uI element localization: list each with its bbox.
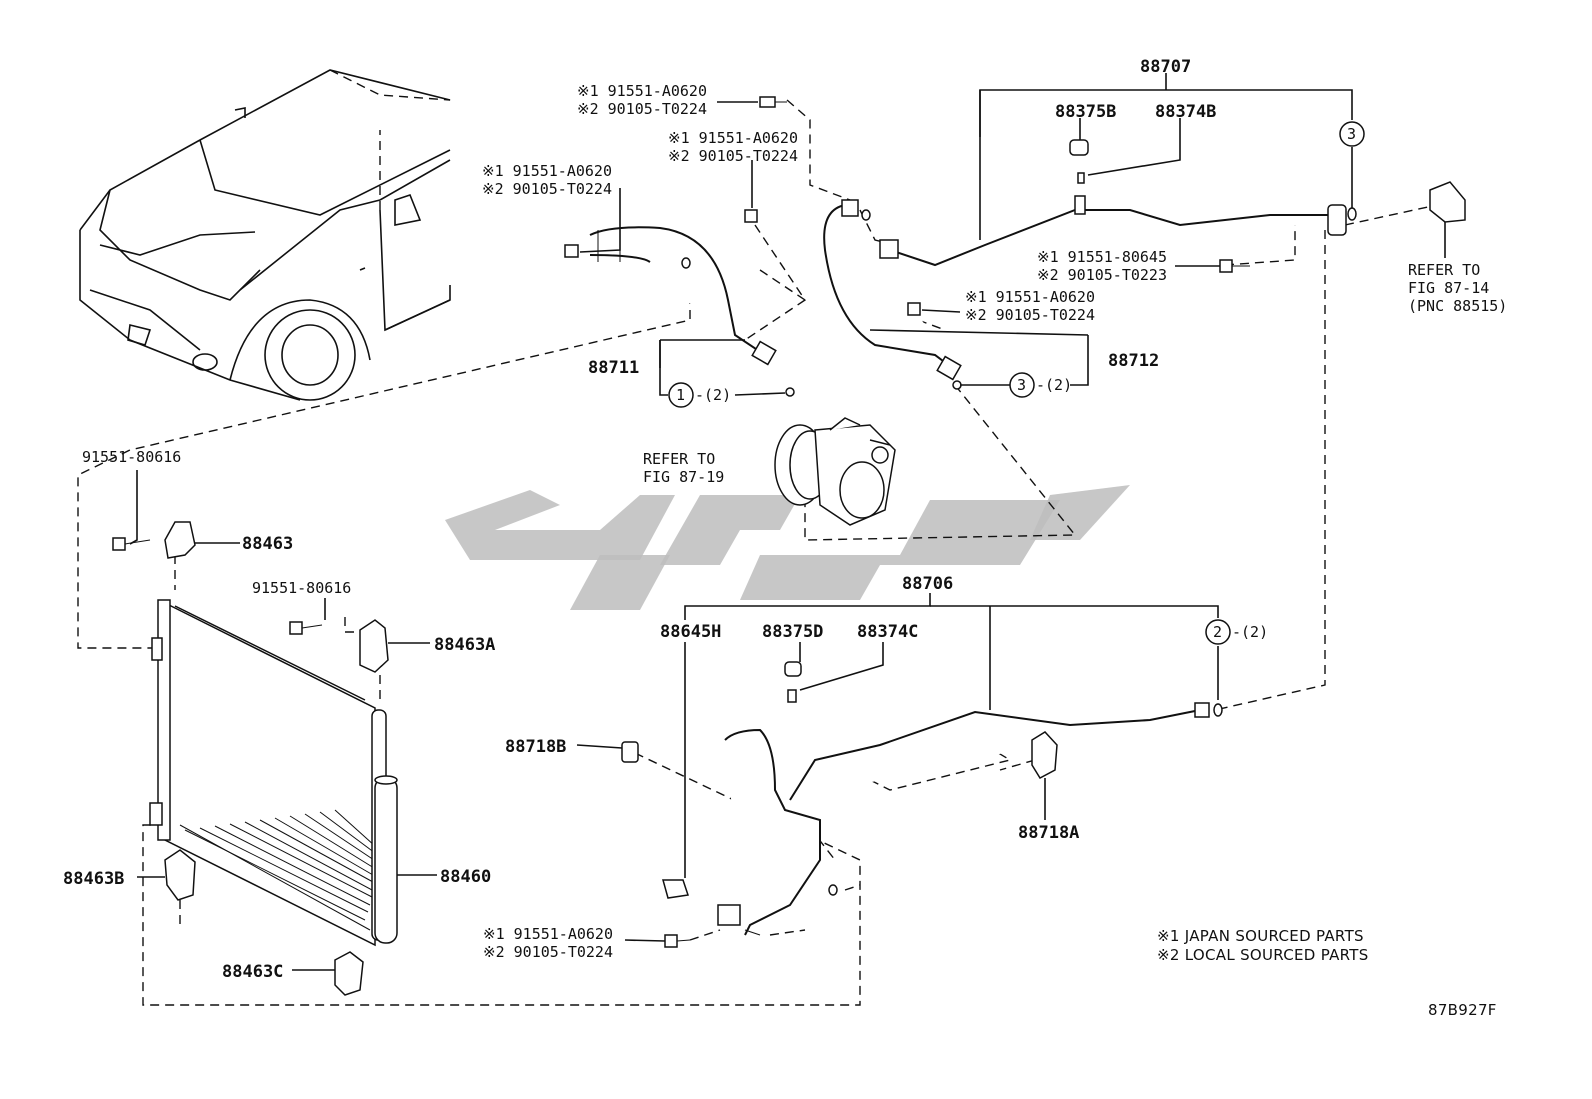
bolt-bottom-2: ※2 90105-T0224 [483,943,613,961]
compressor [774,417,896,526]
bolt-right-upper-2: ※2 90105-T0223 [1037,266,1167,284]
label-88706: 88706 [902,574,953,594]
ref-compressor-1: REFER TO [643,450,715,468]
label-88463A: 88463A [434,635,495,655]
bolt-mid-center-1: ※1 91551-A0620 [668,129,798,147]
callout-2-qty: -(2) [1232,623,1268,641]
label-88460: 88460 [440,867,491,887]
ref-right-2: FIG 87-14 [1408,279,1489,297]
leader-dashes [77,69,1461,1006]
bolt-top-center-2: ※2 90105-T0224 [577,100,707,118]
vehicle-outline [79,69,451,401]
label-88707: 88707 [1140,57,1191,77]
reference-notes: REFER TO FIG 87-19 REFER TO FIG 87-14 (P… [643,261,1507,486]
ref-compressor-2: FIG 87-19 [643,468,724,486]
callout-2: 2 [1213,623,1222,641]
callout-1: 1 [676,386,685,404]
label-88375D: 88375D [762,622,823,642]
callout-3: 3 [1017,376,1026,394]
footnotes: ※1 JAPAN SOURCED PARTS ※2 LOCAL SOURCED … [1157,927,1497,1019]
label-88645H: 88645H [660,622,721,642]
figure-code: 87B927F [1428,1001,1497,1019]
callout-3-top: 3 [1347,125,1356,143]
note-local-sourced: ※2 LOCAL SOURCED PARTS [1157,946,1369,964]
label-88718B: 88718B [505,737,566,757]
bolt-labels: ※1 91551-A0620 ※2 90105-T0224 ※1 91551-A… [82,82,1167,961]
callout-1-qty: -(2) [695,386,731,404]
bolt-right-upper-1: ※1 91551-80645 [1037,248,1167,266]
label-88712: 88712 [1108,351,1159,371]
label-88375B: 88375B [1055,102,1116,122]
label-88463B: 88463B [63,869,124,889]
bolt-left-pipe-1: ※1 91551-A0620 [482,162,612,180]
ref-right-3: (PNC 88515) [1408,297,1507,315]
hoses [589,199,1347,936]
circle-callouts: 3 1 -(2) 3 -(2) 2 -(2) [668,121,1365,645]
label-88711: 88711 [588,358,639,378]
bolt-top-center-1: ※1 91551-A0620 [577,82,707,100]
part-labels: 88707 88375B 88374B 88711 88712 88706 88… [63,57,1216,982]
bolt-right-mid-1: ※1 91551-A0620 [965,288,1095,306]
bolt-mid-center-2: ※2 90105-T0224 [668,147,798,165]
brackets [112,96,1466,996]
watermark-logo [445,485,1130,610]
label-88374C: 88374C [857,622,918,642]
label-88463C: 88463C [222,962,283,982]
label-88374B: 88374B [1155,102,1216,122]
label-88718A: 88718A [1018,823,1079,843]
bolt-bottom-1: ※1 91551-A0620 [483,925,613,943]
leader-lines [129,73,1446,971]
condenser [149,599,398,947]
note-japan-sourced: ※1 JAPAN SOURCED PARTS [1157,927,1364,945]
bolt-left-pipe-2: ※2 90105-T0224 [482,180,612,198]
bolt-right-mid-2: ※2 90105-T0224 [965,306,1095,324]
label-88463: 88463 [242,534,293,554]
callout-3-qty: -(2) [1036,376,1072,394]
bolt-cond-left: 91551-80616 [82,448,181,466]
ref-right-1: REFER TO [1408,261,1480,279]
bolt-cond-mid: 91551-80616 [252,579,351,597]
